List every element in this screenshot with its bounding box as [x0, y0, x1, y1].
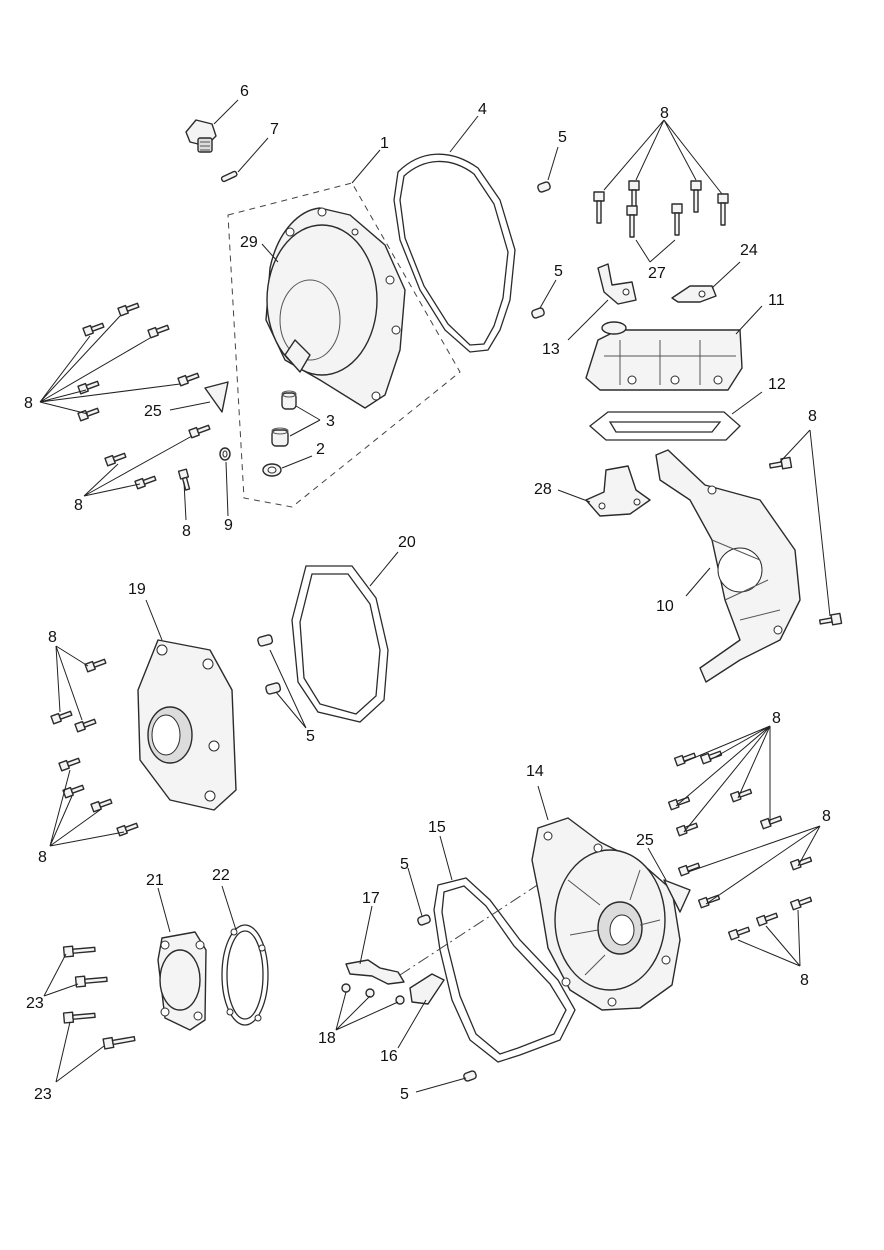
- bolts-group-23[interactable]: [62, 944, 136, 1050]
- callout-5-d: 5: [400, 856, 409, 873]
- part-15-gasket-inner: [441, 885, 567, 1055]
- callout-7: 7: [270, 121, 279, 138]
- part-9-washer[interactable]: [219, 447, 231, 461]
- callout-25-b: 25: [636, 832, 654, 849]
- part-25-bracket[interactable]: [204, 381, 229, 413]
- part-3-bush-a[interactable]: [281, 390, 297, 410]
- part-5-dowel-d[interactable]: [265, 682, 282, 695]
- callout-5-e: 5: [400, 1086, 409, 1103]
- callout-19: 19: [128, 581, 146, 598]
- part-17-bracket[interactable]: [345, 959, 405, 985]
- callout-9: 9: [224, 517, 233, 534]
- callout-3: 3: [326, 413, 335, 430]
- part-20-gasket-inner: [299, 573, 381, 715]
- callout-23-a: 23: [26, 995, 44, 1012]
- callout-25-a: 25: [144, 403, 162, 420]
- callout-11: 11: [768, 292, 785, 309]
- part-2-seal[interactable]: [262, 463, 282, 477]
- callout-10: 10: [656, 598, 674, 615]
- part-5-dowel-e[interactable]: [417, 914, 431, 926]
- callout-14: 14: [526, 763, 544, 780]
- callout-5-a: 5: [558, 129, 567, 146]
- callout-29: 29: [240, 234, 258, 251]
- part-25-bracket-right[interactable]: [663, 879, 691, 913]
- callout-8-c: 8: [808, 408, 817, 425]
- callout-1: 1: [380, 135, 389, 152]
- callout-8-e: 8: [182, 523, 191, 540]
- callout-2: 2: [316, 441, 325, 458]
- callout-18: 18: [318, 1030, 336, 1047]
- callout-21: 21: [146, 872, 164, 889]
- alignment-line: [399, 879, 546, 976]
- part-14-cover[interactable]: [531, 817, 681, 1011]
- part-12-gasket[interactable]: [588, 411, 741, 441]
- part-16-bracket[interactable]: [409, 973, 445, 1005]
- part-15-gasket[interactable]: [433, 877, 576, 1063]
- callout-4: 4: [478, 101, 487, 118]
- part-19-cover[interactable]: [137, 639, 237, 811]
- callout-13: 13: [542, 341, 560, 358]
- callout-8-a: 8: [660, 105, 669, 122]
- part-4-gasket[interactable]: [393, 153, 516, 353]
- callout-17: 17: [362, 890, 380, 907]
- part-20-gasket[interactable]: [291, 565, 389, 723]
- bolts-group-top-right[interactable]: [593, 180, 729, 238]
- part-5-dowel-c[interactable]: [257, 634, 274, 647]
- part-5-dowel-f[interactable]: [463, 1070, 477, 1082]
- part-29-cover[interactable]: [265, 207, 406, 409]
- callout-5-c: 5: [306, 728, 315, 745]
- part-7-pin[interactable]: [220, 170, 238, 183]
- part-6-plug[interactable]: [185, 119, 217, 153]
- part-11-cover[interactable]: [585, 321, 743, 391]
- callout-27: 27: [648, 265, 666, 282]
- bolts-group-starter-cover[interactable]: [50, 657, 139, 837]
- callout-6: 6: [240, 83, 249, 100]
- assembly-boundary-1: [227, 182, 461, 508]
- part-10-guard[interactable]: [655, 449, 801, 683]
- part-22-gasket[interactable]: [221, 924, 269, 1026]
- callout-23-b: 23: [34, 1086, 52, 1103]
- callout-24: 24: [740, 242, 758, 259]
- bolts-group-guard[interactable]: [768, 456, 843, 626]
- callout-labels: 6 7 1 4 5 8 29 5 24 27 11 13 8 25 3 12 8…: [24, 83, 831, 1103]
- callout-22: 22: [212, 867, 230, 884]
- callout-8-f: 8: [48, 629, 57, 646]
- part-28-bracket[interactable]: [585, 465, 651, 517]
- callout-15: 15: [428, 819, 446, 836]
- callout-8-b: 8: [24, 395, 33, 412]
- callout-8-g: 8: [38, 849, 47, 866]
- callout-8-d: 8: [74, 497, 83, 514]
- callout-16: 16: [380, 1048, 398, 1065]
- part-4-gasket-inner: [399, 160, 509, 346]
- part-5-dowel-a[interactable]: [537, 181, 551, 193]
- part-13-bracket[interactable]: [597, 263, 637, 305]
- part-21-cap[interactable]: [157, 931, 207, 1031]
- part-3-bush-b[interactable]: [271, 427, 289, 447]
- callout-12: 12: [768, 376, 786, 393]
- callout-5-b: 5: [554, 263, 563, 280]
- part-5-dowel-b[interactable]: [531, 307, 545, 319]
- part-18-screws[interactable]: [341, 983, 405, 1005]
- callout-28: 28: [534, 481, 552, 498]
- callout-8-h: 8: [772, 710, 781, 727]
- callout-8-i: 8: [822, 808, 831, 825]
- part-24-clip[interactable]: [671, 285, 717, 303]
- bolts-group-left-top[interactable]: [77, 301, 200, 422]
- bolts-group-alternator[interactable]: [667, 749, 813, 941]
- callout-8-j: 8: [800, 972, 809, 989]
- bolts-group-left-bottom[interactable]: [104, 423, 211, 491]
- callout-20: 20: [398, 534, 416, 551]
- leader-lines: [39, 99, 831, 1093]
